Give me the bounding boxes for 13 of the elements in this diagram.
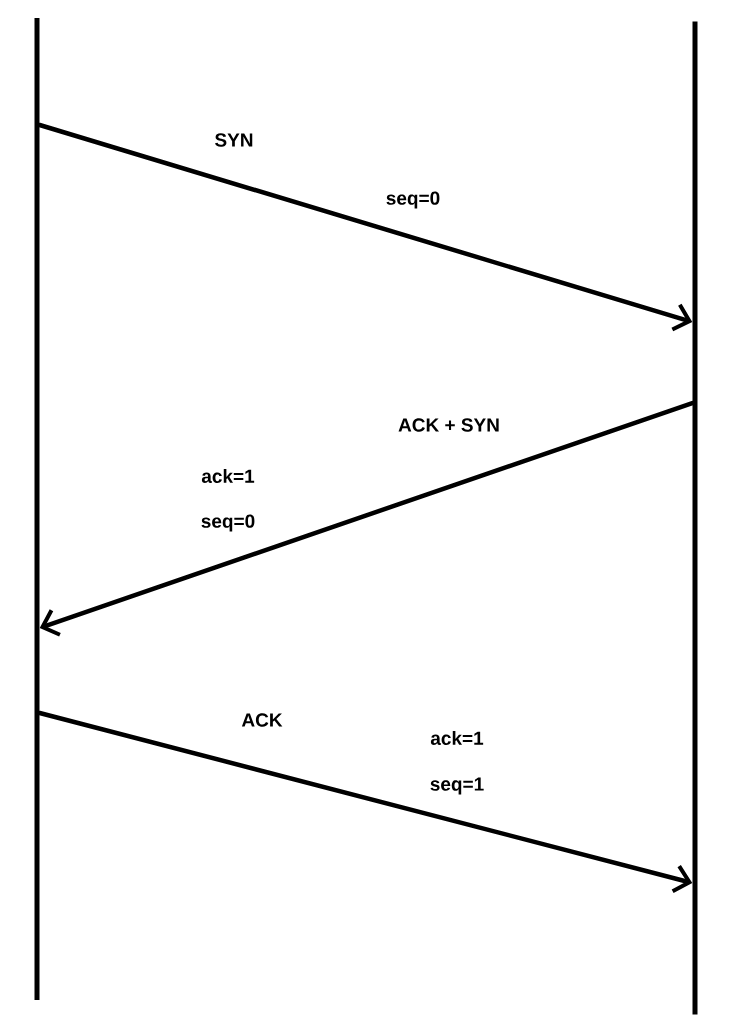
edge-label: ACK bbox=[241, 713, 283, 727]
field-label: seq=0 bbox=[201, 514, 255, 532]
field-label: ack=1 bbox=[201, 469, 255, 483]
arrow bbox=[37, 710, 693, 894]
lifeline bbox=[34, 18, 40, 1000]
field-label: seq=1 bbox=[430, 777, 484, 795]
arrow bbox=[37, 122, 693, 332]
field-label: seq=0 bbox=[386, 191, 440, 209]
field-label: ack=1 bbox=[430, 731, 484, 745]
lifeline bbox=[692, 21, 698, 1015]
edge-label: SYN bbox=[215, 133, 253, 147]
edge-label: ACK + SYN bbox=[398, 418, 499, 432]
arrow bbox=[39, 400, 695, 637]
